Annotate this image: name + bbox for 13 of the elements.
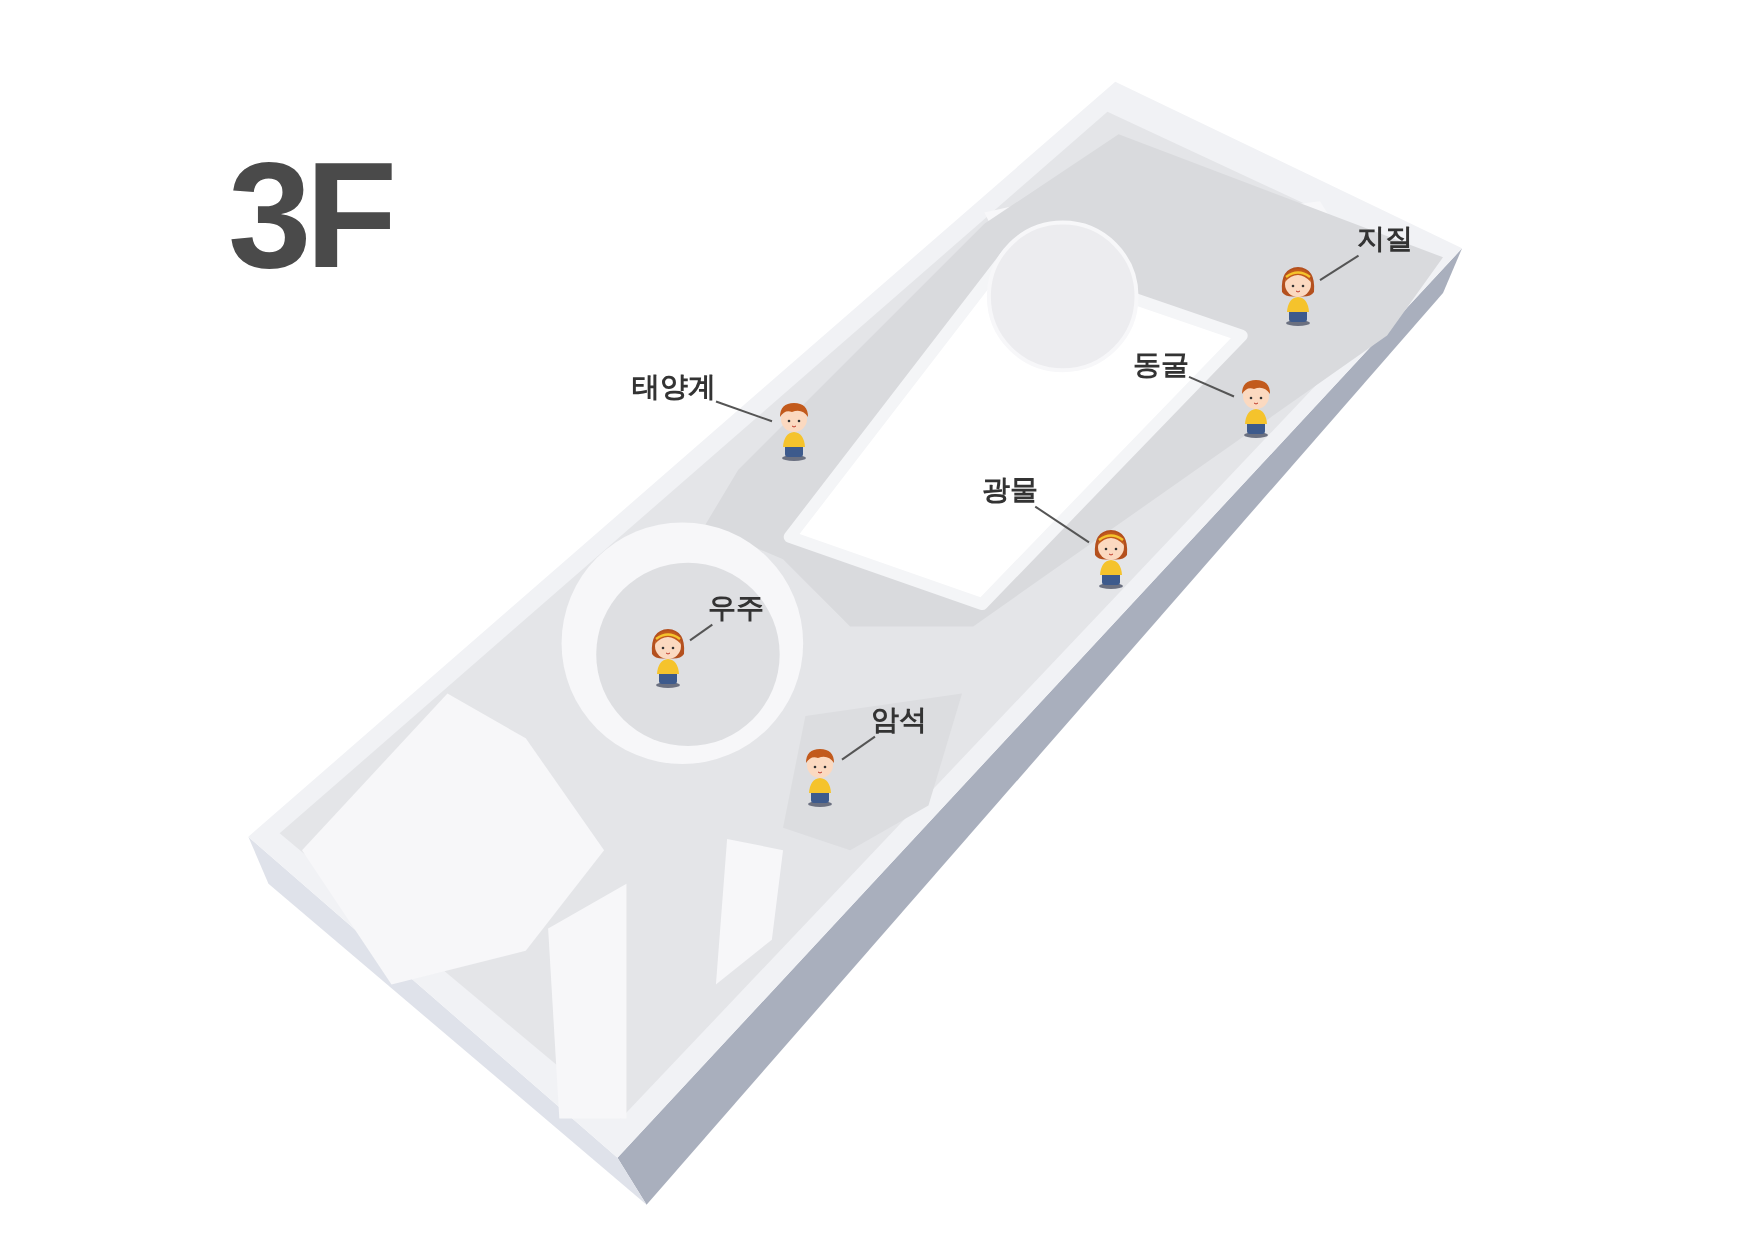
room-label: 광물 [982,473,1038,506]
room-label: 동굴 [1133,348,1189,381]
leader-line [1188,375,1235,398]
floor-title: 3F [228,140,392,290]
leader-line [689,623,714,642]
leader-line [841,735,876,761]
room-label: 암석 [871,703,927,736]
leader-line [1319,254,1360,282]
room-label: 태양계 [632,370,716,403]
room-label: 우주 [708,591,764,624]
room-label: 지질 [1357,222,1413,255]
leader-line [1034,505,1090,544]
leader-line [715,400,773,423]
